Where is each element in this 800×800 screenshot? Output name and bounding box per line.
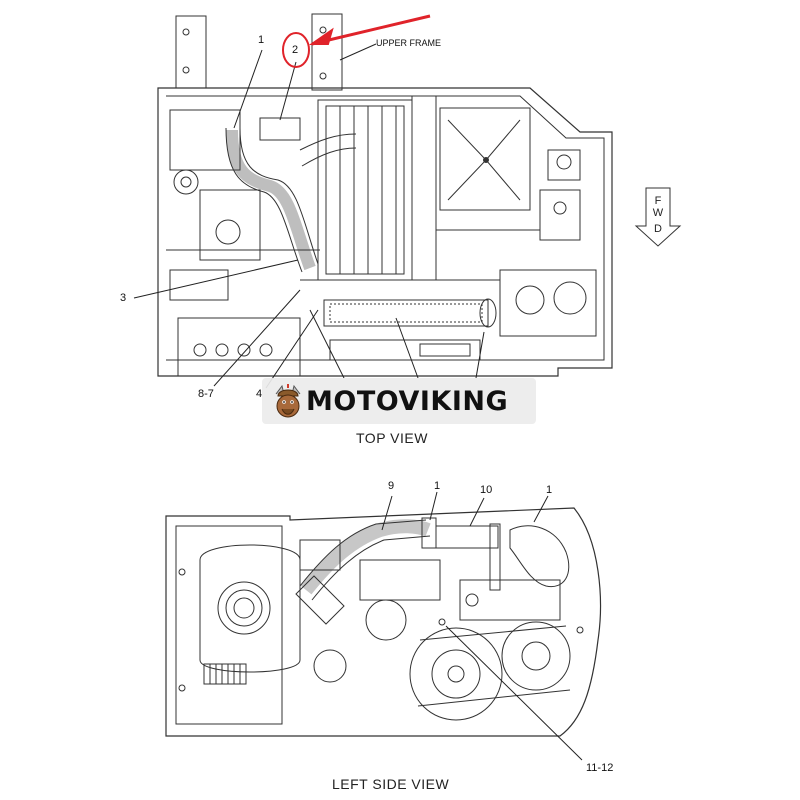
top-view-leader-lines <box>133 43 485 389</box>
callout-11-12-side: 11-12 <box>586 762 614 774</box>
top-view-title: TOP VIEW <box>356 430 428 446</box>
brand-text: MOTOVIKING <box>306 385 509 417</box>
top-view-drawing <box>157 13 613 377</box>
callout-1-top: 1 <box>258 34 265 46</box>
callout-3-top: 3 <box>120 292 127 304</box>
fwd-letter-f: F <box>654 195 662 207</box>
callout-1-side-a: 1 <box>434 480 441 492</box>
fwd-arrow <box>634 187 682 247</box>
fwd-letter-d: D <box>654 223 662 235</box>
left-side-leader-lines <box>381 491 583 761</box>
callout-1-side-b: 1 <box>546 484 553 496</box>
callout-2-top: 2 <box>292 44 299 56</box>
viking-mascot-logo <box>275 384 301 418</box>
callout-10-side: 10 <box>480 484 493 496</box>
left-side-view-drawing <box>165 507 602 737</box>
callout-8-7-top: 8-7 <box>198 388 214 400</box>
callout-4-top: 4 <box>256 388 263 400</box>
callout-9-side: 9 <box>388 480 395 492</box>
left-side-view-title: LEFT SIDE VIEW <box>332 776 450 792</box>
fwd-letter-w: W <box>652 207 664 219</box>
upper-frame-label: UPPER FRAME <box>376 38 442 48</box>
brand-watermark: MOTOVIKING <box>262 378 536 424</box>
highlight-marker <box>282 14 431 68</box>
